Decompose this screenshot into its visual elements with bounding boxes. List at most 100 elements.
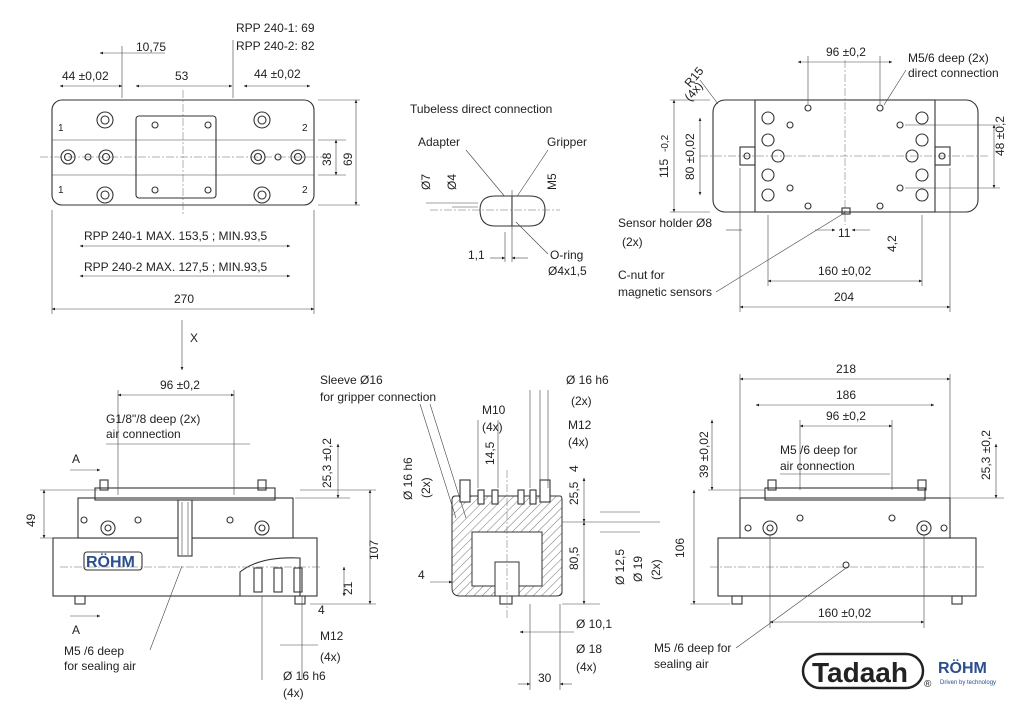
d7-label: Ø7 <box>419 174 433 190</box>
m12-front-count: (4x) <box>320 650 341 664</box>
dim-96-front: 96 ±0,2 <box>160 378 200 392</box>
top-right-view: 96 ±0,2 M5/6 deep (2x) direct connection… <box>618 45 1007 312</box>
registered-mark: ® <box>924 679 932 690</box>
dim-53: 53 <box>175 69 189 83</box>
mark-2-top: 2 <box>302 123 308 134</box>
logos: Tadaah ® RÖHM Driven by technology <box>801 652 996 690</box>
dim-25-5: 25,5 <box>567 481 581 505</box>
g18-label-2: air connection <box>106 427 181 441</box>
dim-25-3-front: 25,3 ±0,2 <box>320 438 334 488</box>
m10-count: (4x) <box>482 420 503 434</box>
center-jaw-plate <box>135 115 217 199</box>
m10-label: M10 <box>482 403 506 417</box>
m12-section-count: (4x) <box>568 435 589 449</box>
m56-label-1: M5/6 deep (2x) <box>908 51 989 65</box>
section-view: Sleeve Ø16 for gripper connection M10 (4… <box>320 373 663 690</box>
front-brand: RÖHM <box>86 552 135 571</box>
section-a-top: A <box>72 452 80 466</box>
g18-label-1: G1/8"/8 deep (2x) <box>106 412 200 426</box>
d16h6-top: Ø 16 h6 <box>566 373 609 387</box>
rpp-label-1: RPP 240-1: 69 <box>236 21 315 35</box>
dim-19-count: (2x) <box>649 559 663 580</box>
dim-12-5: Ø 12,5 <box>613 549 627 585</box>
m5-seal-side-2: sealing air <box>654 657 709 671</box>
mark-1-top: 1 <box>58 123 64 134</box>
dim-96-top: 96 ±0,2 <box>826 45 866 59</box>
dim-19: Ø 19 <box>631 556 645 582</box>
dim-106: 106 <box>673 538 687 558</box>
oring-label-1: O-ring <box>550 248 583 262</box>
dim-18: Ø 18 <box>576 642 602 656</box>
m5-seal-label-1: M5 /6 deep <box>64 644 124 658</box>
hole-group-right <box>250 111 306 204</box>
m12-front: M12 <box>320 629 344 643</box>
dim-4-top: 4 <box>567 465 581 472</box>
dim-4-2: 4,2 <box>885 235 899 252</box>
dim-96-side: 96 ±0,2 <box>826 409 866 423</box>
dim-160: 160 ±0,02 <box>818 264 872 278</box>
dim-25-3-side: 25,3 ±0,2 <box>979 430 993 480</box>
m5-label: M5 <box>545 173 559 190</box>
mark-2-bottom: 2 <box>302 185 308 196</box>
dim-14-5: 14,5 <box>483 441 497 465</box>
m12-section: M12 <box>568 418 592 432</box>
sensor-label-1: Sensor holder Ø8 <box>618 216 712 230</box>
dim-30: 30 <box>538 671 552 685</box>
gripper-label: Gripper <box>547 135 587 149</box>
front-view: X 96 ±0,2 G1/8"/8 deep (2x) air connecti… <box>24 320 381 700</box>
sleeve-label-1: Sleeve Ø16 <box>320 373 383 387</box>
dim-270: 270 <box>174 292 194 306</box>
dim-18-count: (4x) <box>576 660 597 674</box>
dim-10-75: 10,75 <box>136 40 166 54</box>
dim-69: 69 <box>341 152 355 166</box>
hole-group-left <box>60 111 114 204</box>
section-a-bottom: A <box>72 623 80 637</box>
m5-seal-side-1: M5 /6 deep for <box>654 641 731 655</box>
view-arrow-x: X <box>190 331 198 345</box>
dim-21: 21 <box>341 581 355 595</box>
tadaah-logo-frame <box>801 652 925 690</box>
adapter-label: Adapter <box>418 135 460 149</box>
dim-44-left: 44 ±0,02 <box>62 69 109 83</box>
dim-80-5: 80,5 <box>567 546 581 570</box>
dim-80: 80 ±0,02 <box>683 133 697 180</box>
d4-label: Ø4 <box>445 174 459 190</box>
dim-44-right: 44 ±0,02 <box>254 67 301 81</box>
dim-1-1: 1,1 <box>468 248 485 262</box>
dim-4-left: 4 <box>418 568 425 582</box>
d16h6-side: Ø 16 h6 <box>401 457 415 500</box>
dim-160-side: 160 ±0,02 <box>818 606 872 620</box>
rpp-label-2: RPP 240-2: 82 <box>236 39 315 53</box>
dim-186: 186 <box>836 388 856 402</box>
dim-115-tol: -0,2 <box>660 134 671 152</box>
dim-107: 107 <box>367 540 381 560</box>
tubeless-detail: Tubeless direct connection Adapter Gripp… <box>410 102 587 278</box>
top-left-view: 1 1 2 2 RPP 240-1: 69 RPP 240-2: 82 10,7… <box>40 21 360 314</box>
dim-38: 38 <box>320 152 334 166</box>
dim-48: 48 ±0,2 <box>993 116 1007 156</box>
top-right-holes <box>761 104 929 210</box>
rohm-logo: RÖHM <box>938 658 987 677</box>
rohm-tagline: Driven by technology <box>940 680 996 686</box>
d16h6-top-count: (2x) <box>571 394 592 408</box>
side-view: 218 186 96 ±0,2 M5 /6 deep for air conne… <box>654 362 1004 671</box>
cnut-label-1: C-nut for <box>618 268 665 282</box>
tubeless-title: Tubeless direct connection <box>410 102 552 116</box>
m56-label-2: direct connection <box>908 66 999 80</box>
dim-218: 218 <box>836 362 856 376</box>
m5-seal-label-2: for sealing air <box>64 659 136 673</box>
stroke-label-1: RPP 240-1 MAX. 153,5 ; MIN.93,5 <box>84 229 268 243</box>
m5-air-label-2: air connection <box>780 459 855 473</box>
d16-front: Ø 16 h6 <box>283 669 326 683</box>
mark-1-bottom: 1 <box>58 185 64 196</box>
gripper-connector <box>511 195 546 227</box>
dim-204: 204 <box>834 290 854 304</box>
oring-label-2: Ø4x1,5 <box>548 264 587 278</box>
stroke-label-2: RPP 240-2 MAX. 127,5 ; MIN.93,5 <box>84 260 268 274</box>
dim-10-1: Ø 10,1 <box>576 617 612 631</box>
m5-air-label-1: M5 /6 deep for <box>780 443 857 457</box>
side-upper-body <box>739 497 951 539</box>
cnut-label-2: magnetic sensors <box>618 285 712 299</box>
sleeve-label-2: for gripper connection <box>320 390 436 404</box>
